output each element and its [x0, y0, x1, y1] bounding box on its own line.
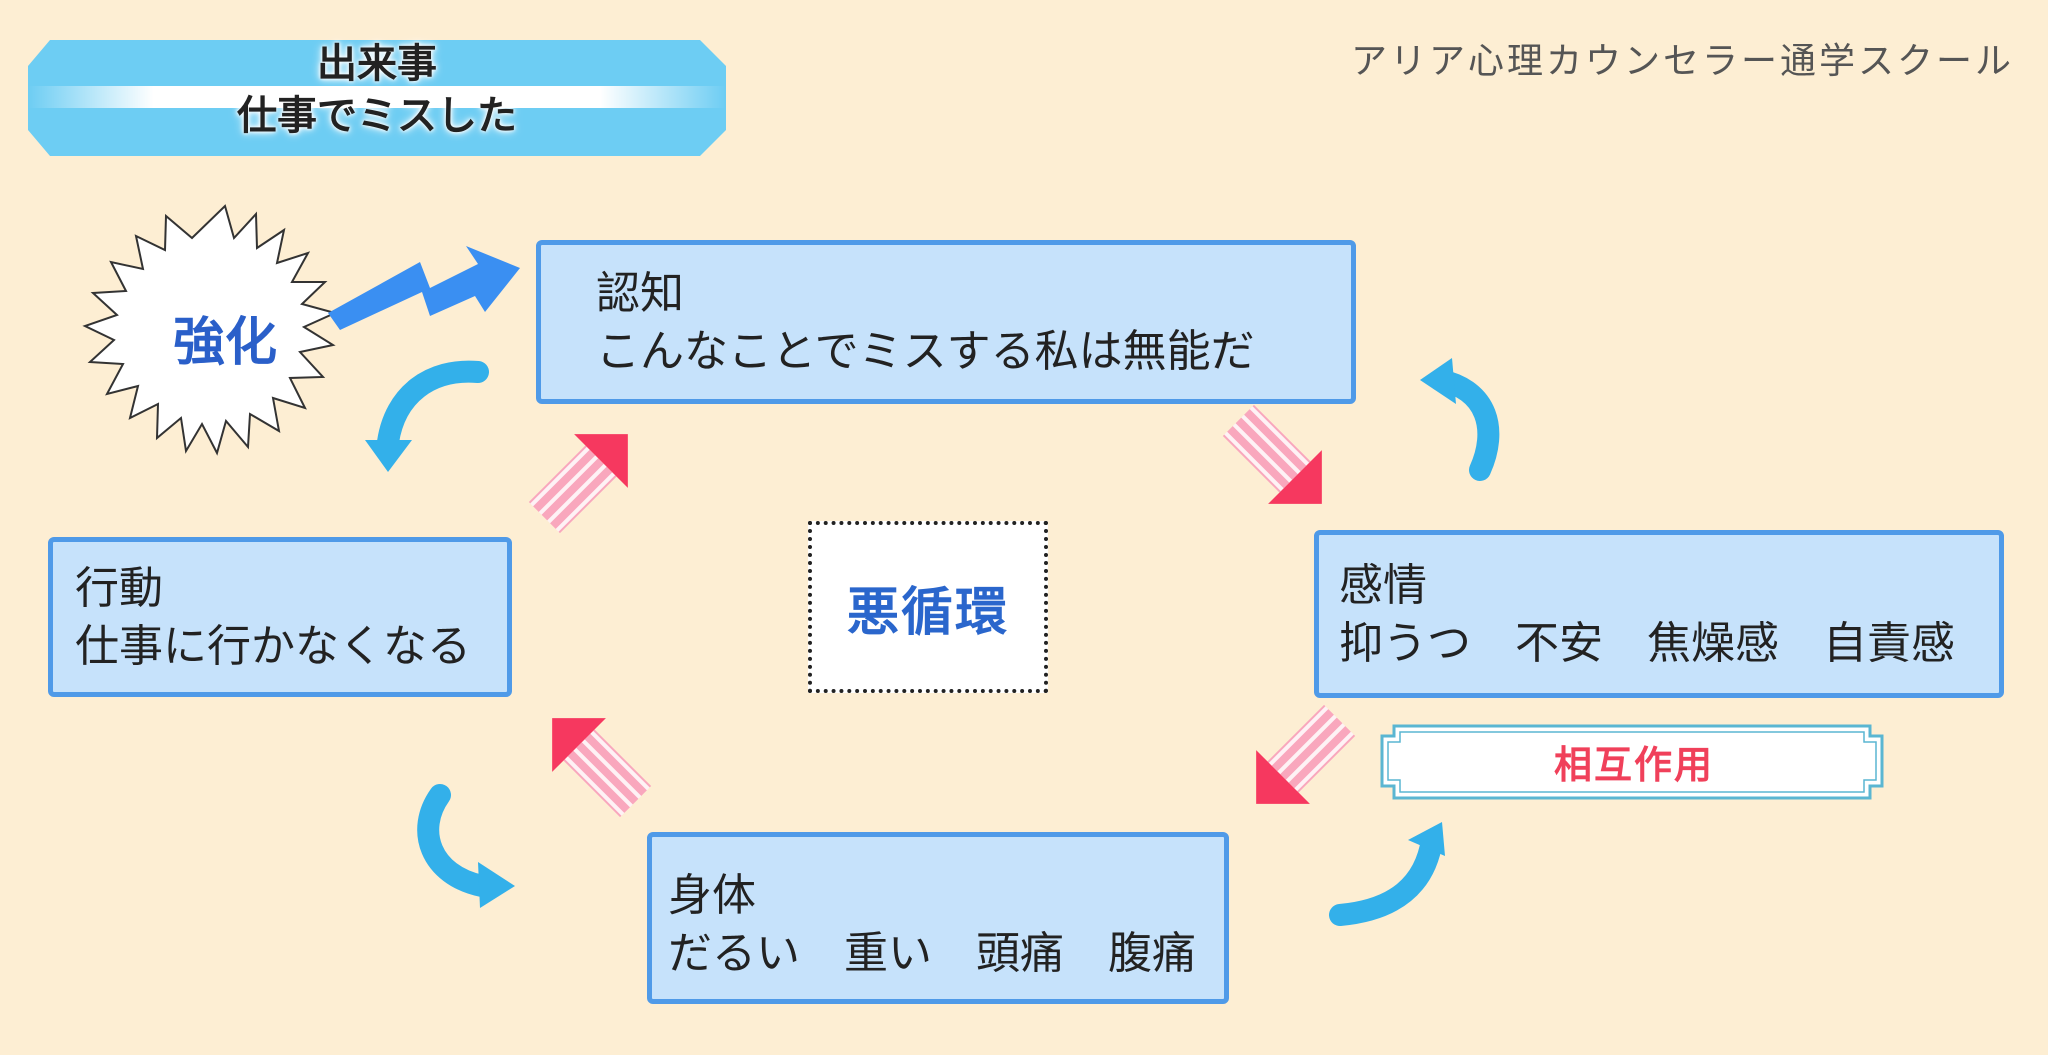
reinforce-starburst [82, 204, 338, 456]
node-cognition: 認知 こんなことでミスする私は無能だ [536, 240, 1356, 404]
cycle-arrow-icon [1420, 358, 1500, 481]
node-body-content: だるい 重い 頭痛 腹痛 [668, 928, 1196, 979]
interaction-label: 相互作用 [1553, 743, 1714, 787]
event-content: 仕事でミスした [237, 92, 517, 139]
interaction-arrow-icon [1222, 404, 1322, 504]
interaction-arrow-icon [528, 434, 628, 534]
cycle-arrows [365, 358, 1500, 926]
node-behavior-label: 行動 [75, 563, 163, 614]
event-label: 出来事 仕事でミスした [28, 38, 726, 142]
node-cognition-label: 認知 [596, 268, 684, 319]
node-behavior-content: 仕事に行かなくなる [75, 621, 471, 672]
interaction-arrow-icon [552, 718, 652, 818]
cycle-arrow-icon [417, 784, 515, 908]
vicious-cycle-label: 悪循環 [808, 521, 1048, 693]
node-behavior: 行動 仕事に行かなくなる [48, 537, 512, 697]
reinforce-label: 強化 [172, 313, 277, 373]
brand-name: アリア心理カウンセラー通学スクール [1350, 41, 2014, 82]
node-cognition-content: こんなことでミスする私は無能だ [596, 326, 1255, 377]
cycle-arrow-icon [365, 360, 489, 472]
lightning-arrow-icon [328, 246, 520, 330]
node-emotion-label: 感情 [1339, 560, 1427, 611]
interaction-arrow-icon [1256, 704, 1356, 804]
node-body: 身体 だるい 重い 頭痛 腹痛 [647, 832, 1229, 1004]
interaction-frame [1380, 724, 1884, 800]
node-emotion-content: 抑うつ 不安 焦燥感 自責感 [1339, 618, 1955, 669]
node-body-label: 身体 [668, 870, 756, 921]
event-title: 出来事 [317, 40, 437, 87]
cycle-arrow-icon [1329, 822, 1445, 926]
event-banner [28, 40, 726, 156]
interaction-arrows [528, 404, 1356, 818]
node-emotion: 感情 抑うつ 不安 焦燥感 自責感 [1314, 530, 2004, 698]
